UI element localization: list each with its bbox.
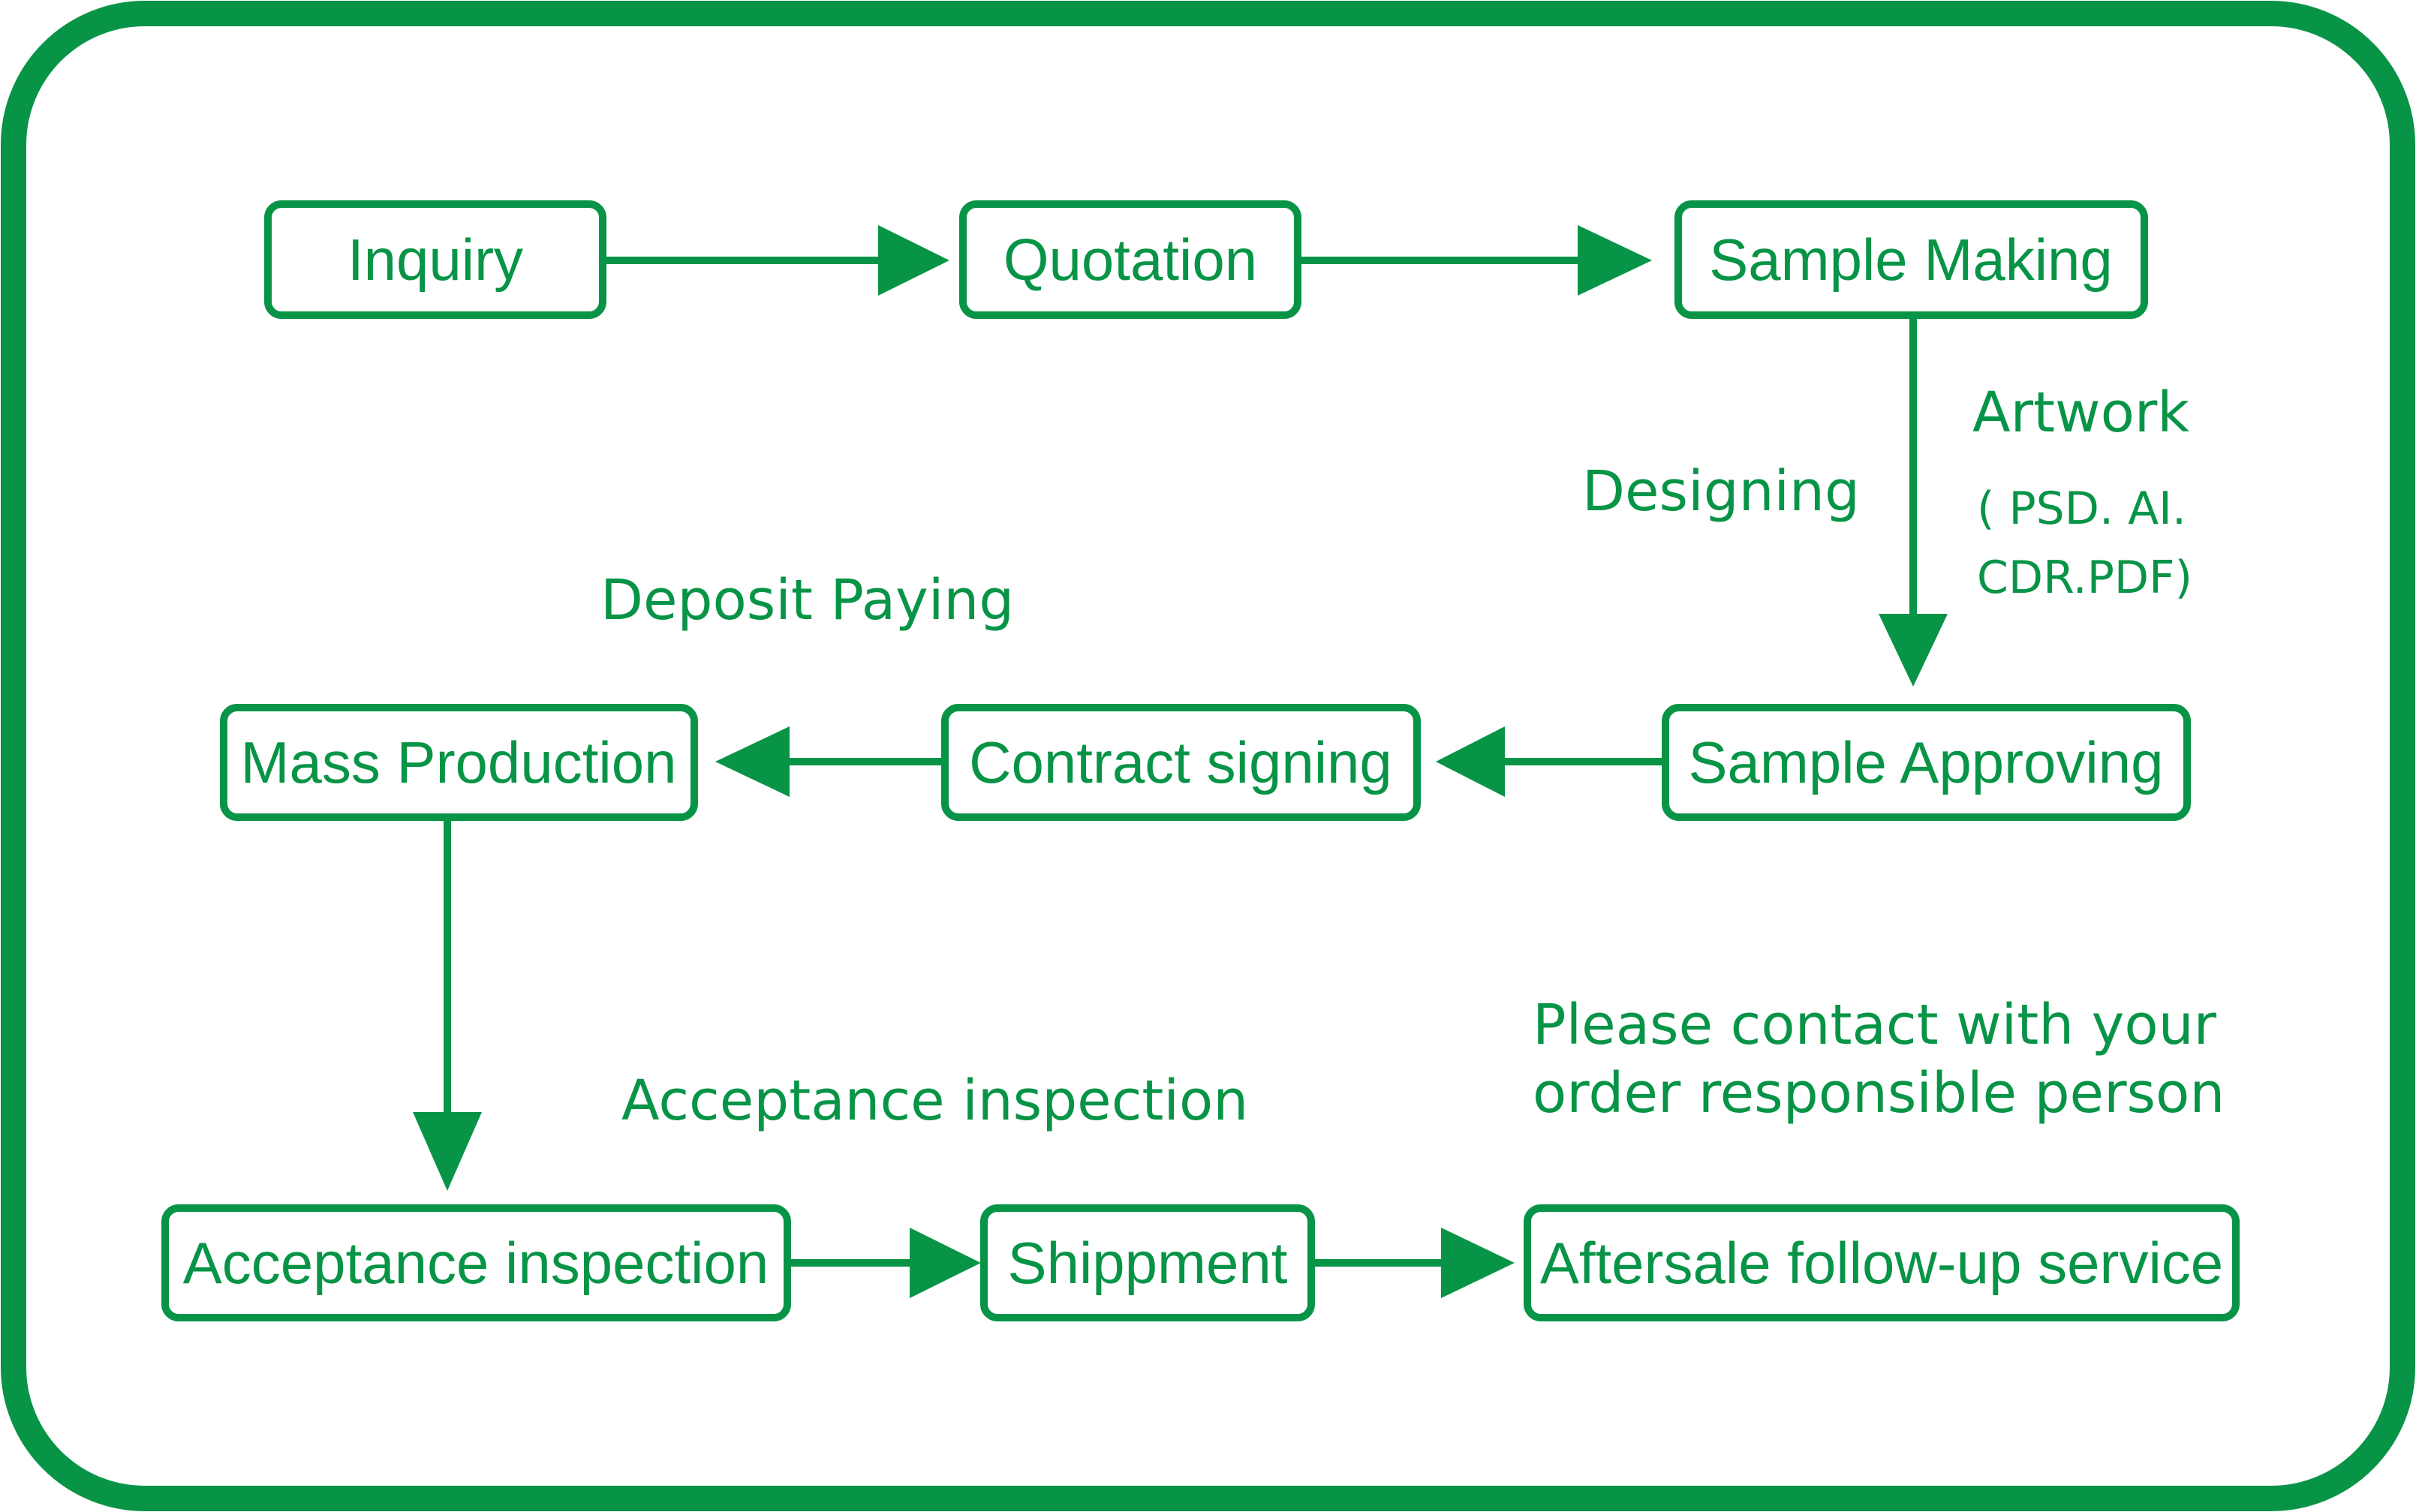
node-label: Sample Making (1709, 227, 2113, 293)
note-contact-2: order responsible person (1533, 1061, 2225, 1126)
node-label: Quotation (1003, 227, 1257, 293)
node-label: Sample Approving (1688, 729, 2163, 795)
note-artwork-formats-2: CDR.PDF) (1977, 552, 2192, 604)
node-label: Aftersale follow-up service (1540, 1230, 2223, 1296)
note-deposit-paying: Deposit Paying (600, 568, 1014, 633)
note-acceptance-inspection: Acceptance inspection (621, 1069, 1248, 1133)
node-inquiry: Inquiry (264, 200, 606, 319)
arrowhead-shippment (910, 1228, 981, 1298)
node-label: Inquiry (348, 227, 523, 293)
node-label: Shippment (1008, 1230, 1288, 1296)
node-label: Acceptance inspection (183, 1230, 769, 1296)
note-artwork: Artwork (1972, 380, 2189, 445)
note-artwork-formats-1: ( PSD. AI. (1977, 482, 2186, 535)
node-quotation: Quotation (959, 200, 1301, 319)
note-designing: Designing (1582, 459, 1860, 524)
node-mass-production: Mass Production (220, 704, 698, 821)
note-contact-1: Please contact with your (1533, 993, 2217, 1057)
arrowhead-sample-making (1578, 225, 1652, 296)
connectors (413, 225, 1948, 1298)
arrowhead-mass-production (715, 726, 790, 797)
arrowhead-sample-approving (1879, 614, 1948, 687)
node-aftersale-service: Aftersale follow-up service (1524, 1204, 2240, 1321)
node-shippment: Shippment (980, 1204, 1315, 1321)
node-label: Contract signing (969, 729, 1392, 795)
arrowhead-quotation (878, 225, 949, 296)
node-acceptance-inspection: Acceptance inspection (161, 1204, 791, 1321)
arrowhead-acceptance (413, 1112, 482, 1191)
node-label: Mass Production (241, 729, 677, 795)
node-sample-approving: Sample Approving (1662, 704, 2191, 821)
node-sample-making: Sample Making (1674, 200, 2148, 319)
arrowhead-contract (1436, 726, 1505, 797)
arrowhead-aftersale (1441, 1228, 1515, 1298)
node-contract-signing: Contract signing (941, 704, 1421, 821)
